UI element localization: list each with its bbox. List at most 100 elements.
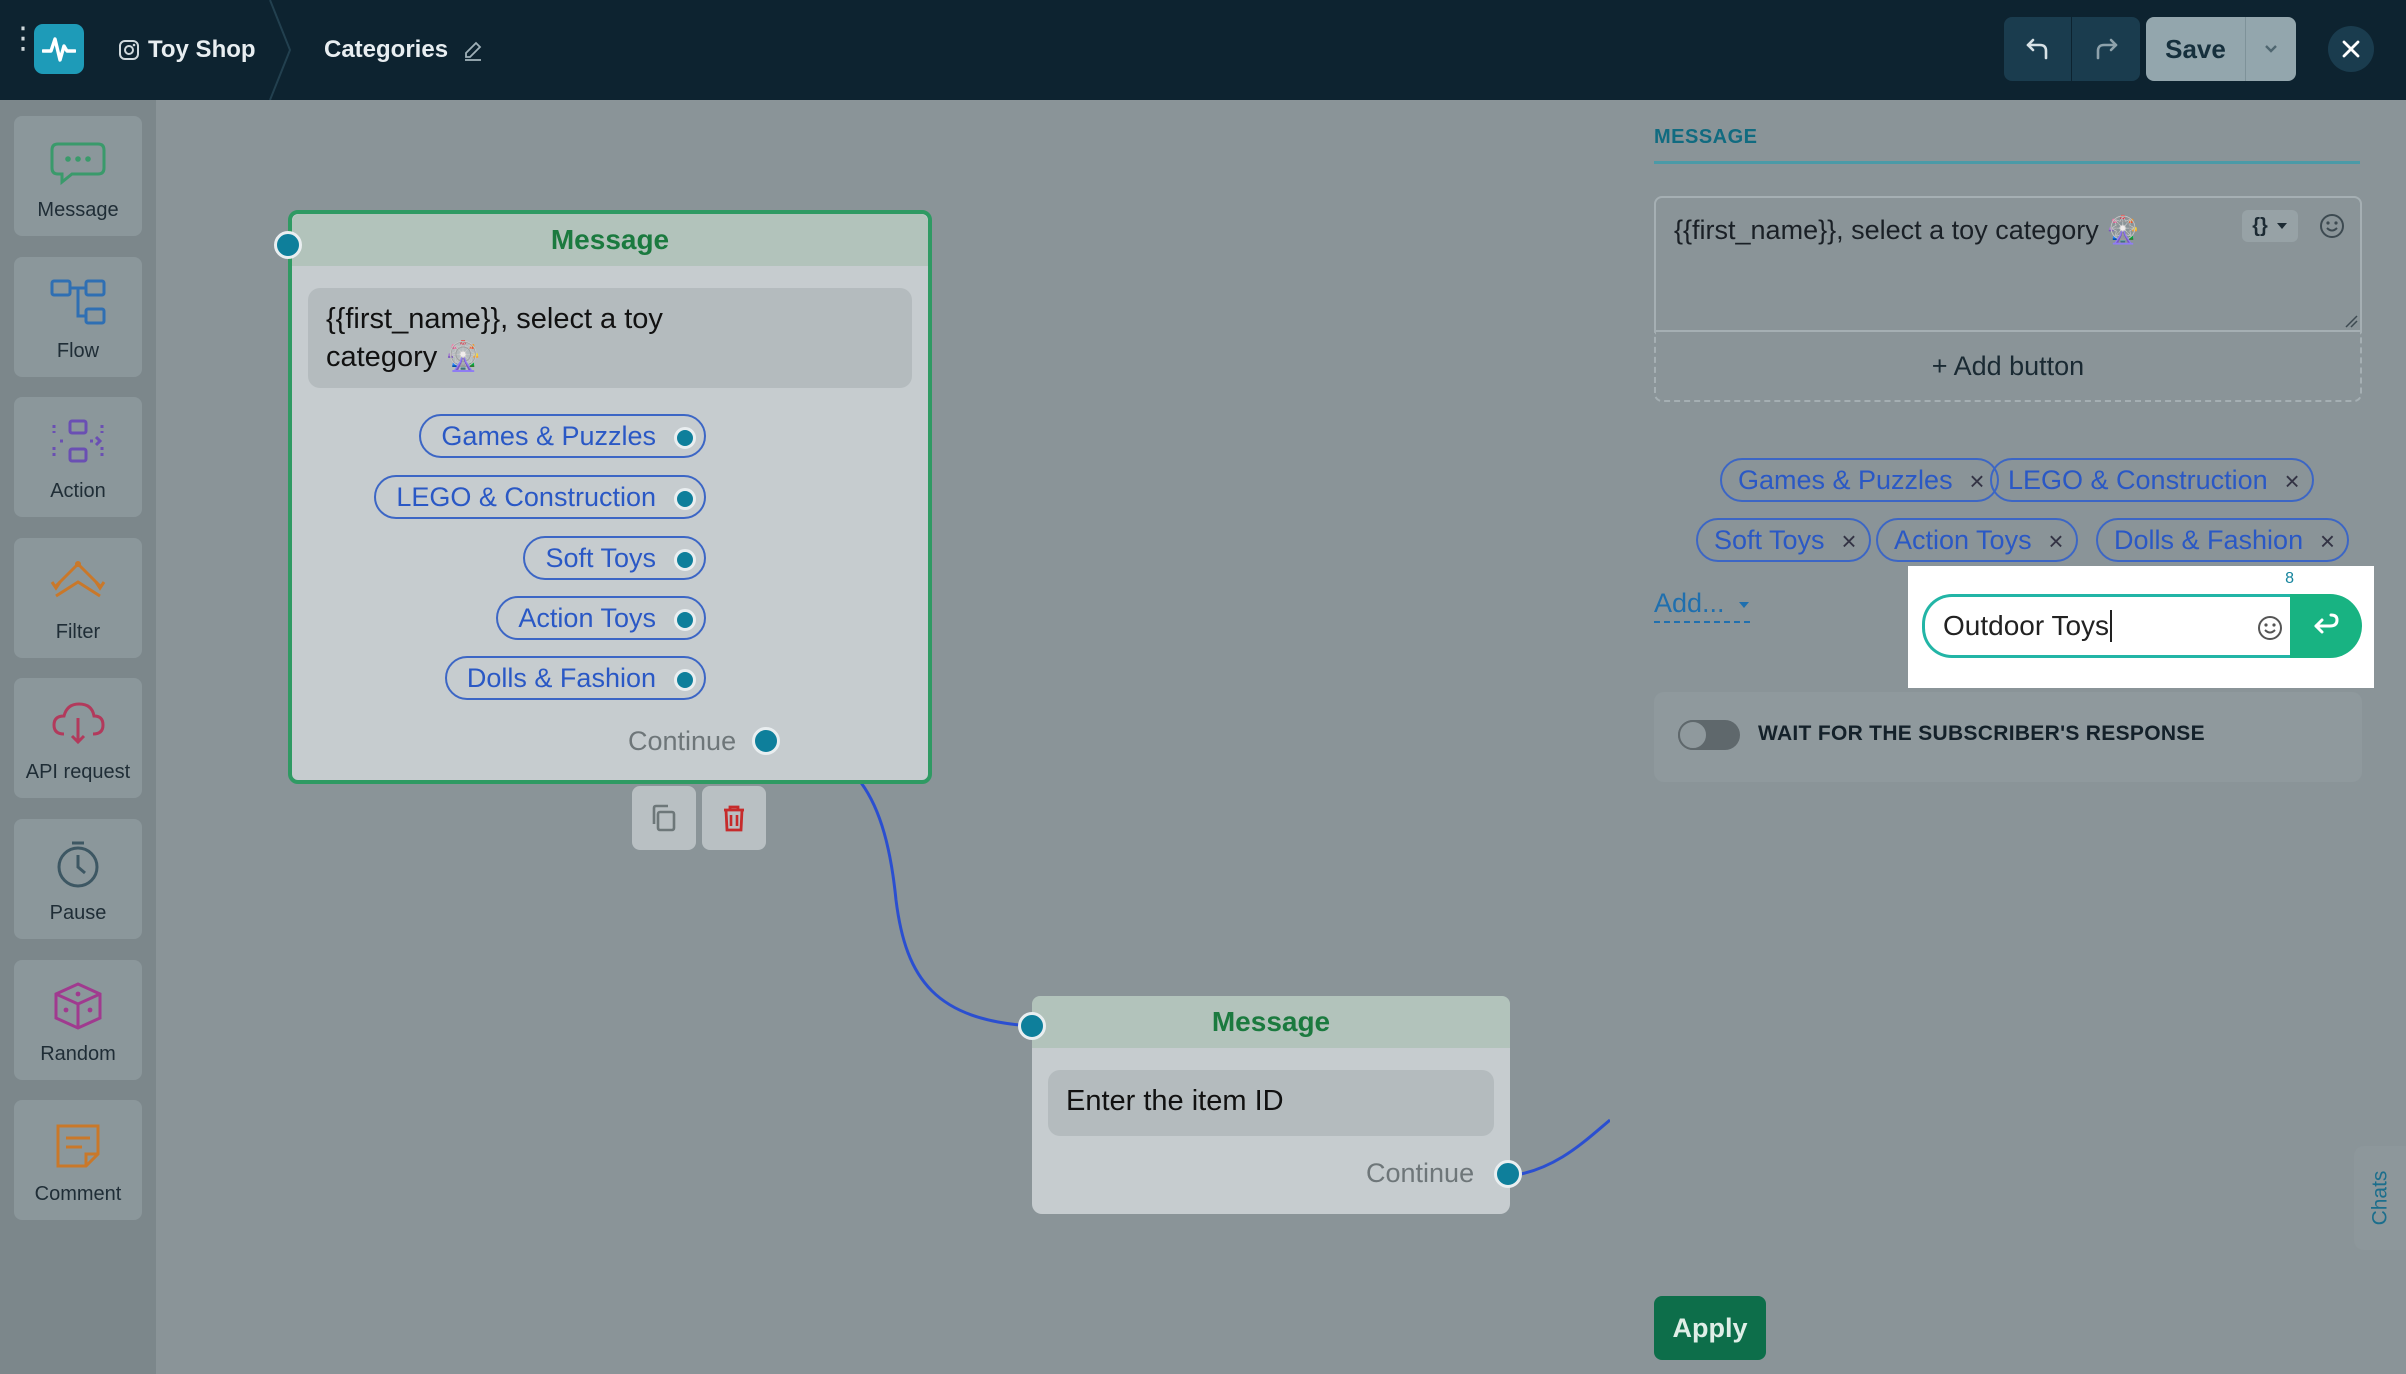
continue-output-port[interactable] bbox=[752, 727, 780, 755]
tool-action-label: Action bbox=[50, 480, 106, 502]
dice-icon bbox=[54, 982, 102, 1030]
flow-icon bbox=[50, 279, 106, 325]
delete-node-button[interactable] bbox=[702, 786, 766, 850]
flow-canvas[interactable]: Message {{first_name}}, select a toy cat… bbox=[156, 100, 1610, 1374]
copy-icon bbox=[652, 804, 676, 832]
add-tag-dropdown[interactable]: Add... bbox=[1654, 588, 1751, 623]
message-settings-panel: MESSAGE {{first_name}}, select a toy cat… bbox=[1610, 100, 2406, 1374]
node-button-soft-toys[interactable]: Soft Toys bbox=[523, 536, 706, 580]
connection-wire bbox=[767, 742, 1033, 1028]
text-cursor bbox=[2110, 610, 2113, 642]
add-link-label: Add... bbox=[1654, 588, 1725, 618]
new-button-input[interactable]: Outdoor Toys bbox=[1922, 594, 2290, 658]
message-textarea-value: {{first_name}}, select a toy category 🎡 bbox=[1674, 215, 2140, 245]
node-button-label: Action Toys bbox=[518, 602, 656, 633]
new-button-input-value: Outdoor Toys bbox=[1943, 610, 2110, 641]
edit-pencil-icon[interactable] bbox=[462, 39, 484, 61]
wait-response-label: WAIT FOR THE SUBSCRIBER'S RESPONSE bbox=[1758, 722, 2205, 745]
action-icon bbox=[52, 419, 104, 463]
emoji-icon[interactable] bbox=[2256, 614, 2284, 642]
chevron-down-icon bbox=[2276, 223, 2287, 229]
close-icon bbox=[2342, 40, 2360, 58]
node-text-line: {{first_name}}, select a toy bbox=[326, 303, 663, 335]
remove-tag-icon[interactable]: × bbox=[1969, 466, 1985, 496]
button-output-port[interactable] bbox=[674, 427, 696, 449]
chats-side-tab[interactable]: Chats bbox=[2354, 1146, 2406, 1250]
button-output-port[interactable] bbox=[674, 488, 696, 510]
tag-label: Action Toys bbox=[1894, 524, 2032, 555]
panel-heading: MESSAGE bbox=[1654, 126, 2360, 164]
bot-name: Toy Shop bbox=[148, 36, 256, 63]
toggle-knob bbox=[1678, 720, 1708, 750]
save-options-button[interactable] bbox=[2246, 17, 2296, 81]
breadcrumb-page[interactable]: Categories bbox=[324, 0, 484, 100]
tool-filter[interactable]: Filter bbox=[14, 538, 142, 658]
node-message-text[interactable]: {{first_name}}, select a toy category 🎡 bbox=[308, 288, 912, 388]
redo-button[interactable] bbox=[2072, 17, 2140, 81]
button-output-port[interactable] bbox=[674, 669, 696, 691]
message-node-categories[interactable]: Message {{first_name}}, select a toy cat… bbox=[288, 210, 932, 784]
connection-wire bbox=[1509, 1118, 1610, 1178]
tool-flow[interactable]: Flow bbox=[14, 257, 142, 377]
wait-response-option: WAIT FOR THE SUBSCRIBER'S RESPONSE bbox=[1654, 692, 2362, 782]
node-button-lego[interactable]: LEGO & Construction bbox=[374, 475, 706, 519]
remove-tag-icon[interactable]: × bbox=[1841, 526, 1857, 556]
tag-label: LEGO & Construction bbox=[2008, 464, 2268, 495]
close-button[interactable] bbox=[2328, 26, 2374, 72]
apply-button[interactable]: Apply bbox=[1654, 1296, 1766, 1360]
emoji-icon[interactable] bbox=[2318, 212, 2346, 240]
tag-label: Games & Puzzles bbox=[1738, 464, 1953, 495]
button-tag-lego[interactable]: LEGO & Construction × bbox=[1990, 458, 2314, 502]
tool-message-label: Message bbox=[37, 199, 119, 221]
wait-response-toggle[interactable] bbox=[1678, 720, 1740, 750]
button-tag-games-puzzles[interactable]: Games & Puzzles × bbox=[1720, 458, 1999, 502]
duplicate-node-button[interactable] bbox=[632, 786, 696, 850]
tag-label: Soft Toys bbox=[1714, 524, 1825, 555]
message-node-item-id[interactable]: Message Enter the item ID Continue bbox=[1032, 996, 1510, 1214]
node-button-action-toys[interactable]: Action Toys bbox=[496, 596, 706, 640]
left-toolbar: Message Flow Action Filter API request P… bbox=[0, 100, 156, 1374]
save-button[interactable]: Save bbox=[2146, 17, 2246, 81]
message-icon bbox=[50, 142, 106, 186]
remove-tag-icon[interactable]: × bbox=[2284, 466, 2300, 496]
resize-handle-icon[interactable] bbox=[2344, 314, 2358, 328]
button-tag-action-toys[interactable]: Action Toys × bbox=[1876, 518, 2078, 562]
undo-icon bbox=[2026, 38, 2047, 60]
tool-pause[interactable]: Pause bbox=[14, 819, 142, 939]
app-menu-icon[interactable]: ⋮ bbox=[8, 22, 38, 55]
add-button[interactable]: + Add button bbox=[1654, 332, 2362, 402]
remove-tag-icon[interactable]: × bbox=[2048, 526, 2064, 556]
tool-comment[interactable]: Comment bbox=[14, 1100, 142, 1220]
top-bar: ⋮ Toy Shop Categories Save bbox=[0, 0, 2406, 100]
node-text-line: category 🎡 bbox=[326, 341, 482, 373]
node-continue-label: Continue bbox=[1366, 1158, 1475, 1188]
trash-icon bbox=[724, 805, 744, 832]
button-tag-soft-toys[interactable]: Soft Toys × bbox=[1696, 518, 1871, 562]
button-tag-dolls-fashion[interactable]: Dolls & Fashion× bbox=[2096, 518, 2350, 562]
tool-action[interactable]: Action bbox=[14, 397, 142, 517]
node-input-port[interactable] bbox=[1018, 1012, 1046, 1040]
button-output-port[interactable] bbox=[674, 549, 696, 571]
new-button-popup: 8 Outdoor Toys bbox=[1908, 566, 2374, 688]
button-output-port[interactable] bbox=[674, 609, 696, 631]
node-button-dolls-fashion[interactable]: Dolls & Fashion bbox=[444, 656, 706, 700]
undo-button[interactable] bbox=[2004, 17, 2072, 81]
insert-variable-button[interactable]: {} bbox=[2242, 210, 2298, 242]
node-input-port[interactable] bbox=[274, 231, 302, 259]
continue-output-port[interactable] bbox=[1494, 1160, 1522, 1188]
save-group: Save bbox=[2146, 17, 2296, 81]
node-message-text[interactable]: Enter the item ID bbox=[1048, 1070, 1494, 1136]
message-textarea[interactable]: {{first_name}}, select a toy category 🎡 … bbox=[1654, 196, 2362, 332]
node-button-label: LEGO & Construction bbox=[396, 481, 656, 512]
remove-tag-icon[interactable]: × bbox=[2319, 526, 2336, 556]
tool-api-request[interactable]: API request bbox=[14, 678, 142, 798]
tool-random[interactable]: Random bbox=[14, 960, 142, 1080]
redo-icon bbox=[2096, 38, 2118, 60]
instagram-icon bbox=[119, 40, 139, 60]
node-button-games-puzzles[interactable]: Games & Puzzles bbox=[419, 414, 706, 458]
breadcrumb-bot[interactable]: Toy Shop bbox=[118, 0, 256, 100]
confirm-new-button[interactable] bbox=[2290, 594, 2362, 658]
tool-message[interactable]: Message bbox=[14, 116, 142, 236]
node-continue-label: Continue bbox=[628, 726, 737, 756]
app-logo[interactable] bbox=[34, 24, 84, 74]
